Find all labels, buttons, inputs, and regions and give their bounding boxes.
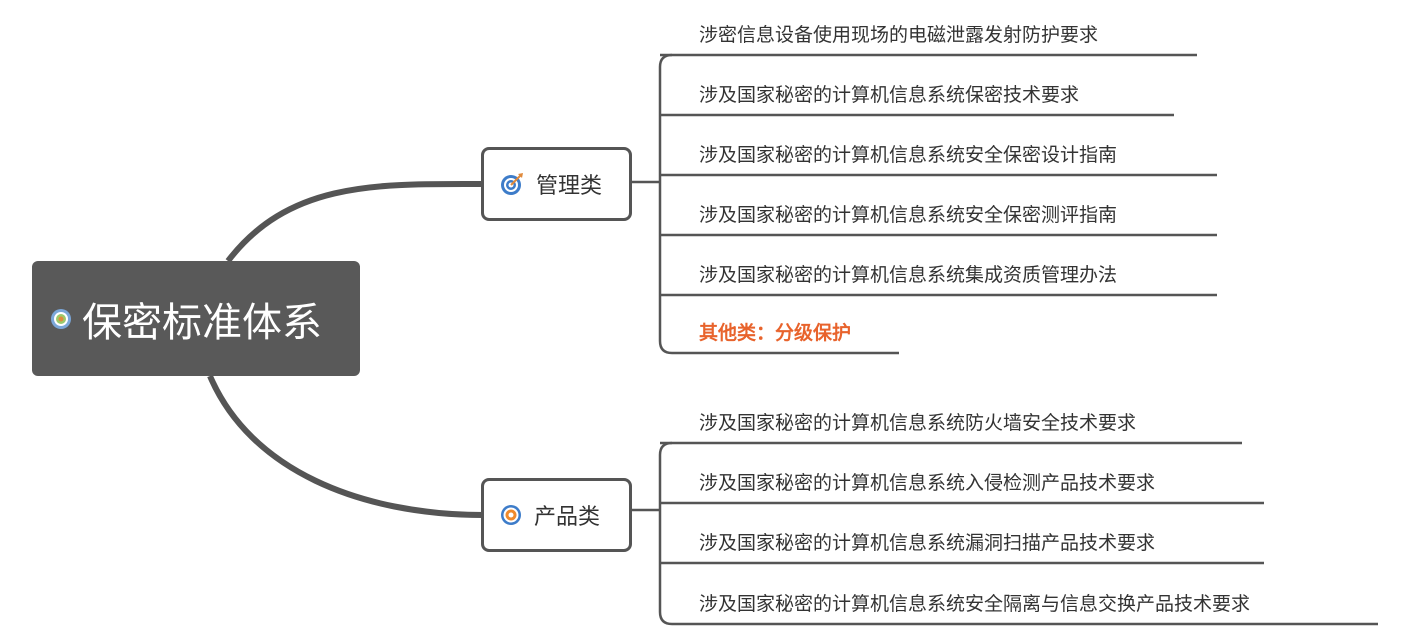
root-node[interactable]: 保密标准体系: [32, 261, 360, 376]
branch-label: 管理类: [536, 174, 603, 199]
leaf-node-highlighted[interactable]: 其他类：分级保护: [699, 322, 852, 344]
leaf-node[interactable]: 涉及国家秘密的计算机信息系统保密技术要求: [699, 84, 1080, 106]
branch2-vertical: [658, 441, 673, 626]
root-title: 保密标准体系: [82, 299, 322, 346]
branch-node-management[interactable]: 管理类: [481, 147, 632, 221]
branch-node-products[interactable]: 产品类: [481, 478, 632, 552]
leaf-node[interactable]: 涉及国家秘密的计算机信息系统安全保密测评指南: [699, 204, 1118, 226]
leaf-node[interactable]: 涉及国家秘密的计算机信息系统安全保密设计指南: [699, 144, 1118, 166]
leaf-node[interactable]: 涉及国家秘密的计算机信息系统入侵检测产品技术要求: [699, 472, 1156, 494]
target-icon: [51, 308, 71, 329]
leaf-node[interactable]: 涉及国家秘密的计算机信息系统安全隔离与信息交换产品技术要求: [699, 593, 1251, 615]
branch1-vertical: [658, 53, 673, 355]
target-arrow-icon: [501, 173, 523, 195]
root-branch-connector-2: [207, 374, 485, 518]
target-orange-icon: [501, 505, 521, 525]
leaf-node[interactable]: 涉及国家秘密的计算机信息系统漏洞扫描产品技术要求: [699, 532, 1156, 554]
root-branch-connector-1: [225, 180, 485, 263]
leaf-node[interactable]: 涉及国家秘密的计算机信息系统集成资质管理办法: [699, 264, 1118, 286]
leaf-node[interactable]: 涉密信息设备使用现场的电磁泄露发射防护要求: [699, 24, 1099, 46]
leaf-node[interactable]: 涉及国家秘密的计算机信息系统防火墙安全技术要求: [699, 412, 1137, 434]
branch-label: 产品类: [534, 505, 601, 530]
